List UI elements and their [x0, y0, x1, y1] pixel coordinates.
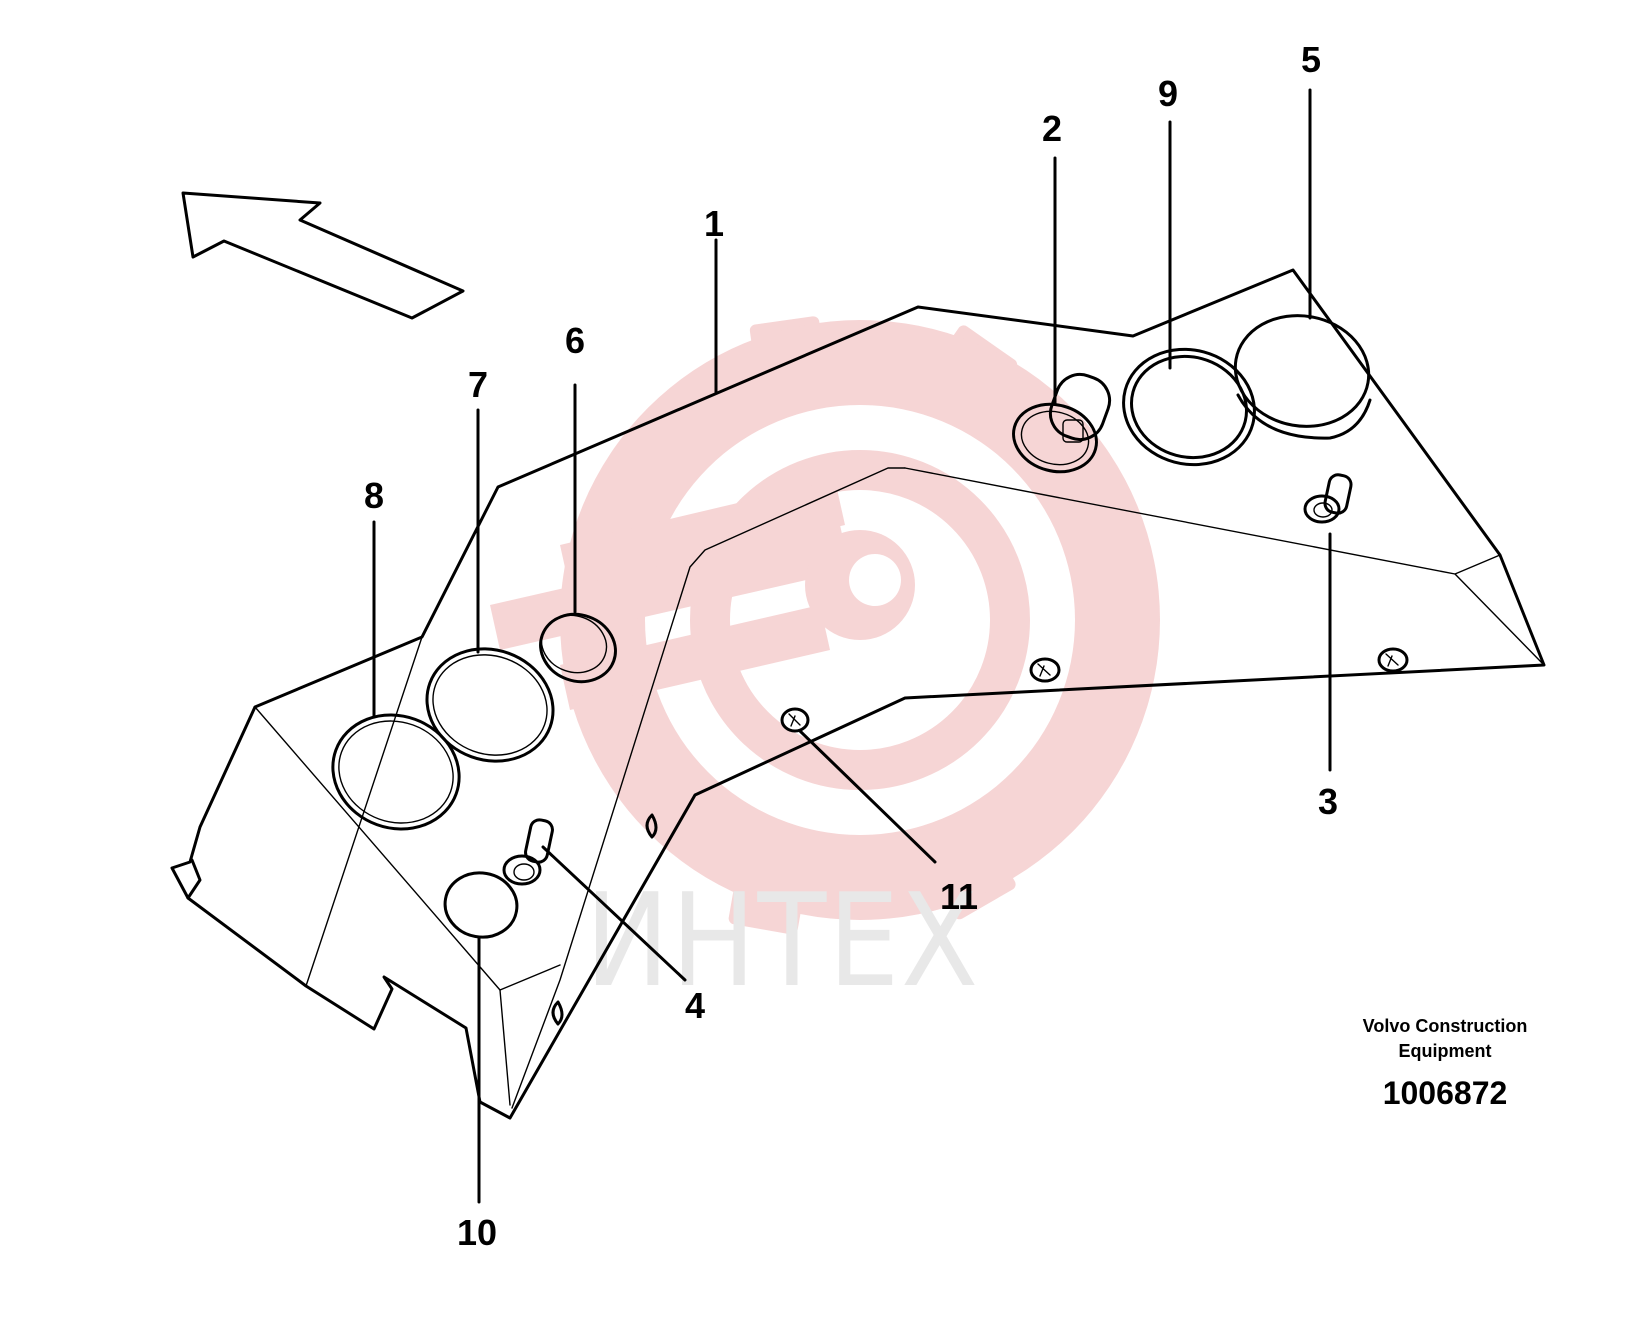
callout-8: 8 [364, 475, 384, 516]
screw-icon [1377, 647, 1409, 673]
switch-4 [502, 818, 554, 886]
drawing-number: 1006872 [1382, 1075, 1508, 1111]
manufacturer-line-1: Volvo Construction [1362, 1016, 1528, 1036]
leader-lines [372, 88, 1332, 1204]
gauge-8 [331, 713, 461, 831]
gauge-9 [1122, 347, 1256, 467]
screw-icon [551, 1000, 564, 1026]
manufacturer-line-2: Equipment [1398, 1041, 1492, 1061]
screw-icon [1029, 657, 1061, 683]
forward-direction-arrow-icon [181, 191, 465, 320]
callout-3: 3 [1318, 781, 1338, 822]
watermark-text: ИНТЕХ [585, 867, 980, 1016]
callout-labels: 1 2 3 4 5 6 7 8 9 10 11 [364, 39, 1338, 1253]
callout-9: 9 [1158, 73, 1178, 114]
instrument-panel-housing [170, 268, 1546, 1120]
callout-4: 4 [685, 985, 705, 1026]
screw-icon [645, 813, 658, 839]
gauge-5 [1233, 314, 1372, 440]
watermark-logo: ИНТЕХ [490, 316, 1160, 1016]
gauge-7 [425, 647, 555, 763]
callout-1: 1 [704, 203, 724, 244]
callout-11: 11 [940, 876, 978, 917]
screw-11-icon [780, 707, 810, 733]
callout-10: 10 [457, 1212, 497, 1253]
callout-6: 6 [565, 320, 585, 361]
switch-3 [1303, 473, 1353, 524]
blanking-plug-6 [539, 612, 617, 684]
manufacturer-caption: Volvo Construction Equipment [1340, 1014, 1550, 1064]
gear-inner-ring [690, 450, 1030, 790]
callout-5: 5 [1301, 39, 1321, 80]
callout-2: 2 [1042, 108, 1062, 149]
callout-7: 7 [468, 364, 488, 405]
blanking-plug-10 [443, 871, 519, 939]
